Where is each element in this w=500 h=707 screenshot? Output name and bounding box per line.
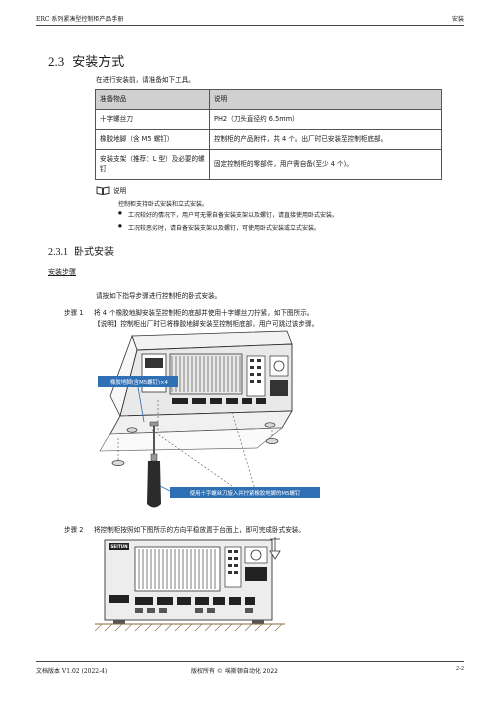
subsection-title: 卧式安装 <box>74 247 114 258</box>
table-cell: 十字螺丝刀 <box>95 109 210 130</box>
list-item: 工况较好的情况下，用户可无需自备安装支架以及螺钉，请直接使用卧式安装。 <box>118 210 338 219</box>
note-text: 控制柜支持卧式安装和立式安装。 <box>118 201 209 208</box>
step-2: 步骤 2 将控制柜按照如下图所示的方向平稳放置于台面上，即可完成卧式安装。 <box>64 524 305 534</box>
figure-horizontal-placement <box>95 537 285 632</box>
footer-copyright: 版权所有 © 埃斯顿自动化 2022 <box>191 668 278 675</box>
section-title: 安装方式 <box>72 55 125 70</box>
table-cell: 控制柜的产品附件，共 4 个。出厂时已安装至控制柜底部。 <box>209 129 442 150</box>
section-heading: 2.3 安装方式 <box>48 51 124 70</box>
table-row: 橡胶地脚（含 M5 螺钉） 控制柜的产品附件，共 4 个。出厂时已安装至控制柜底… <box>95 129 442 150</box>
table-row: 安装支架（推荐：L 型）及必要的螺钉 固定控制柜的零部件，用户需自备(至少 4 … <box>95 149 442 180</box>
intro-text: 在进行安装前，请准备如下工具。 <box>96 76 195 84</box>
book-icon <box>96 185 110 195</box>
step-1-text: 将 4 个橡胶地脚安装至控制柜的底部并使用十字螺丝刀拧紧，如下图所示。 <box>94 309 314 317</box>
note-heading: 说明 <box>96 185 126 195</box>
callout-screwdriver: 使用十字螺丝刀旋入并拧紧橡胶地脚的M5螺钉 <box>189 491 301 497</box>
steps-intro: 请按如下指导步骤进行控制柜的卧式安装。 <box>96 292 222 300</box>
upward-arrow-icon <box>269 537 281 560</box>
table-cell: 固定控制柜的零部件，用户需自备(至少 4 个)。 <box>209 149 442 180</box>
table-cell: 安装支架（推荐：L 型）及必要的螺钉 <box>95 149 210 180</box>
tools-table: 准备物品 说明 十字螺丝刀 PH2（刀头直径约 6.5mm） 橡胶地脚（含 M5… <box>95 89 442 180</box>
table-cell: PH2（刀头直径约 6.5mm） <box>209 109 442 130</box>
table-header-row: 准备物品 说明 <box>95 89 442 110</box>
table-row: 十字螺丝刀 PH2（刀头直径约 6.5mm） <box>95 109 442 130</box>
header-chapter: 安装 <box>451 16 464 23</box>
note-label: 说明 <box>113 187 127 195</box>
callout-rubber-feet: 橡胶地脚(含M5螺钉)×4 <box>110 380 168 386</box>
table-header-cell: 说明 <box>209 89 442 110</box>
page-footer: 文档版本 V1.02 (2022-4) 版权所有 © 埃斯顿自动化 2022 2… <box>36 661 464 675</box>
step-1-note: 【说明】控制柜出厂时已将橡胶地脚安装至控制柜底部，用户可跳过该步骤。 <box>94 320 319 328</box>
subsection-number: 2.3.1 <box>48 247 68 258</box>
screwdriver-icon <box>147 421 161 508</box>
step-2-text: 将控制柜按照如下图所示的方向平稳放置于台面上，即可完成卧式安装。 <box>94 526 305 534</box>
figure-rubber-feet-install <box>98 330 320 508</box>
table-header-cell: 准备物品 <box>95 89 210 110</box>
header-doc-title: ERC 系列紧凑型控制柜产品手册 <box>36 16 124 23</box>
section-number: 2.3 <box>48 54 65 69</box>
list-item: 工况较恶劣时，请自备安装支架以及螺钉，可使用卧式安装或立式安装。 <box>118 223 338 232</box>
subsection-heading: 2.3.1 卧式安装 <box>48 243 114 258</box>
steps-title: 安装步骤 <box>48 268 76 276</box>
table-cell: 橡胶地脚（含 M5 螺钉） <box>95 129 210 150</box>
footer-version: 文档版本 V1.02 (2022-4) <box>36 668 108 675</box>
brand-logo: SEITUN <box>110 544 128 549</box>
step-1-label: 步骤 1 <box>64 309 84 317</box>
step-1: 步骤 1 将 4 个橡胶地脚安装至控制柜的底部并使用十字螺丝刀拧紧，如下图所示。 <box>64 307 313 317</box>
note-bullets: 工况较好的情况下，用户可无需自备安装支架以及螺钉，请直接使用卧式安装。 工况较恶… <box>118 210 338 236</box>
page-header: ERC 系列紧凑型控制柜产品手册 安装 <box>36 14 464 26</box>
step-2-label: 步骤 2 <box>64 526 84 534</box>
page-number: 2-2 <box>456 666 464 672</box>
